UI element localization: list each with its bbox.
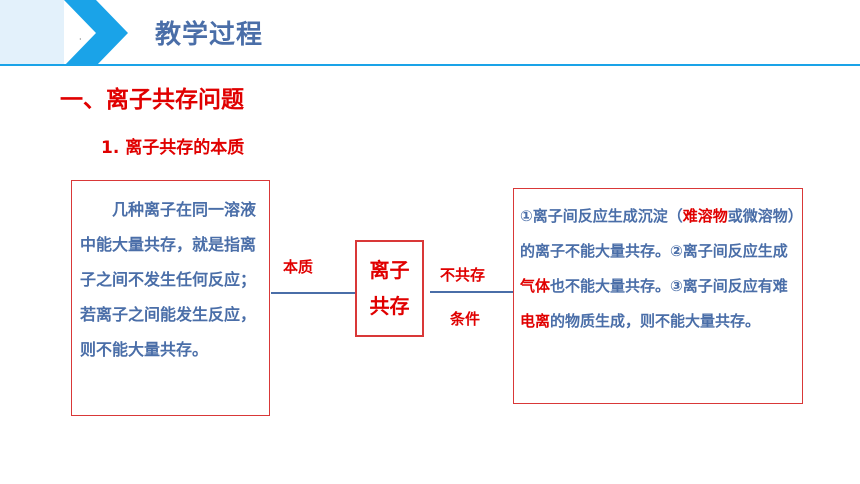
page-title: 教学过程 (155, 20, 264, 50)
connector-left (271, 292, 355, 294)
chevron-arrow-icon (0, 0, 128, 66)
condition-1-post: 或微溶物）的离子不能大量共存。 (520, 207, 796, 260)
section-heading: 一、离子共存问题 (60, 87, 244, 113)
condition-2-post: 也不能大量共存。 (550, 277, 671, 295)
condition-3-post: 的物质生成，则不能大量共存。 (550, 312, 761, 330)
conditions-text: ①离子间反应生成沉淀（难溶物或微溶物）的离子不能大量共存。②离子间反应生成气体也… (520, 199, 802, 339)
conditions-box (513, 188, 803, 404)
center-line-1: 离子 (369, 258, 410, 282)
non-coexist-label: 不共存 (440, 266, 486, 284)
condition-1-pre: ①离子间反应生成沉淀（ (520, 207, 683, 225)
condition-label: 条件 (450, 310, 481, 328)
header-dot: · (79, 35, 82, 44)
connector-right (430, 291, 513, 293)
condition-3-highlight: 电离 (520, 312, 551, 330)
center-line-2: 共存 (369, 294, 410, 318)
condition-3-pre: ③离子间反应有难 (670, 277, 788, 295)
definition-text: 几种离子在同一溶液中能大量共存，就是指离子之间不发生任何反应；若离子之间能发生反… (80, 200, 257, 359)
slide-header: · 教学过程 (0, 0, 860, 70)
condition-2-highlight: 气体 (520, 277, 551, 295)
condition-2-pre: ②离子间反应生成 (670, 242, 788, 260)
definition-box (71, 180, 270, 416)
center-concept-text: 离子 共存 (355, 252, 424, 324)
condition-1-highlight: 难溶物 (682, 207, 728, 225)
essence-label: 本质 (283, 258, 314, 276)
header-divider (0, 64, 860, 66)
center-concept-box (355, 240, 424, 337)
sub-heading: 1. 离子共存的本质 (101, 138, 245, 158)
